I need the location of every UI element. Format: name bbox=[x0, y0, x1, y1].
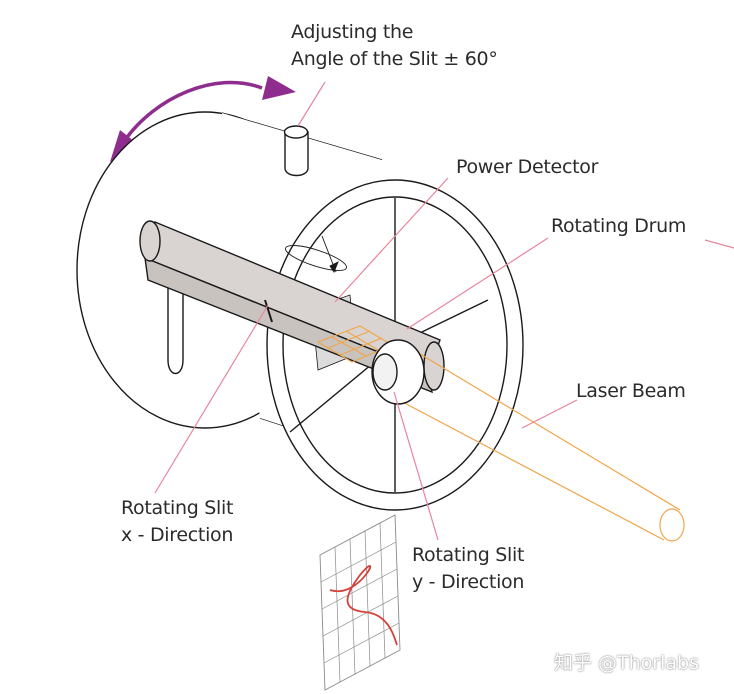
label-rotating-slit-x: Rotating Slit x - Direction bbox=[121, 497, 234, 546]
aperture-lens bbox=[371, 339, 425, 405]
label-rotating-drum: Rotating Drum bbox=[551, 215, 687, 237]
watermark: 知乎 @Thorlabs bbox=[554, 652, 700, 674]
label-power-detector: Power Detector bbox=[456, 156, 599, 178]
label-laser-beam: Laser Beam bbox=[576, 380, 686, 402]
angle-indicator bbox=[285, 235, 347, 273]
slit-grid bbox=[316, 325, 394, 363]
adjust-knob bbox=[283, 125, 309, 177]
label-adjusting-angle: Adjusting the Angle of the Slit ± 60° bbox=[291, 21, 498, 70]
label-rotating-slit-y: Rotating Slit y - Direction bbox=[412, 544, 525, 593]
profile-graph bbox=[319, 514, 401, 691]
leader-lines bbox=[154, 81, 734, 541]
laser-beam bbox=[394, 344, 685, 542]
